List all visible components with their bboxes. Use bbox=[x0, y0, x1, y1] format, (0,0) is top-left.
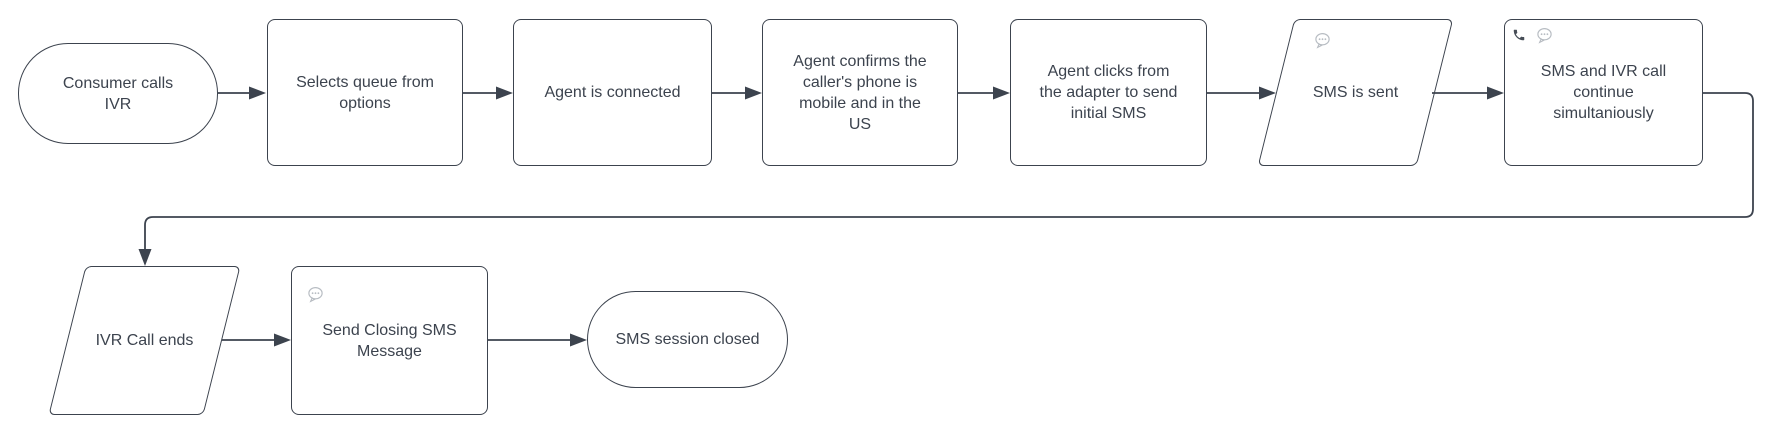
node-label: Agent clicks from the adapter to send in… bbox=[1039, 63, 1178, 122]
node-sms-is-sent[interactable]: SMS is sent bbox=[1257, 19, 1454, 166]
node-label: SMS session closed bbox=[615, 331, 760, 348]
sms-bubble-icon bbox=[1537, 27, 1552, 44]
sms-bubble-icon bbox=[308, 286, 323, 303]
node-ivr-call-ends[interactable]: IVR Call ends bbox=[48, 266, 241, 415]
node-label: Agent confirms the caller's phone is mob… bbox=[793, 52, 927, 133]
node-label: SMS and IVR call continue simultaniously bbox=[1540, 63, 1667, 122]
node-agent-is-connected[interactable]: Agent is connected bbox=[513, 19, 712, 166]
node-sms-and-ivr-continue[interactable]: SMS and IVR call continue simultaniously bbox=[1504, 19, 1703, 166]
node-label: Send Closing SMS Message bbox=[322, 321, 457, 360]
node-sms-session-closed[interactable]: SMS session closed bbox=[587, 291, 788, 388]
node-selects-queue-from-options[interactable]: Selects queue from options bbox=[267, 19, 463, 166]
node-agent-sends-initial-sms[interactable]: Agent clicks from the adapter to send in… bbox=[1010, 19, 1207, 166]
sms-bubble-icon bbox=[1315, 32, 1330, 49]
node-consumer-calls-ivr[interactable]: Consumer calls IVR bbox=[18, 43, 218, 144]
phone-icon bbox=[1513, 29, 1525, 41]
node-label: IVR Call ends bbox=[95, 332, 194, 349]
node-agent-confirms-phone[interactable]: Agent confirms the caller's phone is mob… bbox=[762, 19, 958, 166]
node-send-closing-sms[interactable]: Send Closing SMS Message bbox=[291, 266, 488, 415]
node-label: SMS is sent bbox=[1312, 84, 1399, 101]
node-label: Selects queue from options bbox=[296, 73, 434, 112]
node-label: Agent is connected bbox=[544, 84, 681, 101]
node-label: Consumer calls IVR bbox=[62, 74, 174, 113]
